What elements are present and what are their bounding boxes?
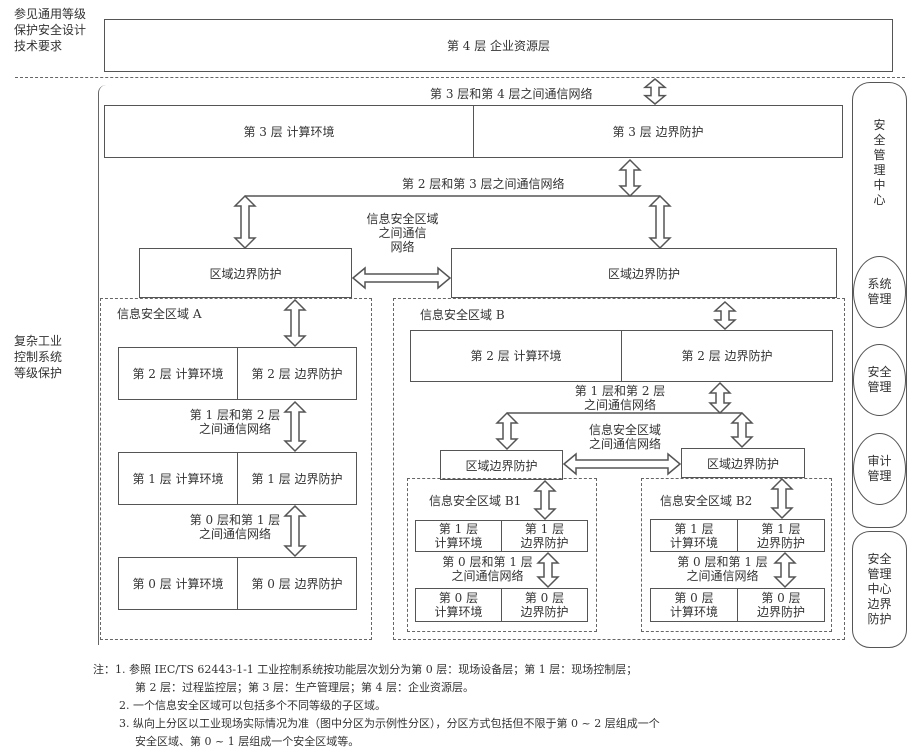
- zone-a-layer0: 第 0 层 计算环境 第 0 层 边界防护: [118, 557, 357, 610]
- zone-a-net-1-2: 第 1 层和第 2 层 之间通信网络: [189, 408, 281, 436]
- left-zone-arrow-icon: [233, 194, 257, 250]
- smc-title: 安 全 管 理 中 心: [873, 118, 886, 207]
- zone-b-inter-zone-net: 信息安全区域 之间通信网络: [588, 423, 661, 451]
- zone-b-layer2: 第 2 层 计算环境 第 2 层 边界防护: [410, 330, 833, 382]
- zone-b1-net-0-1: 第 0 层和第 1 层 之间通信网络: [442, 555, 533, 583]
- zone-b1-arrow-icon: [495, 411, 519, 451]
- net-3-4-arrow-icon: [642, 78, 668, 105]
- zone-a-title: 信息安全区域 A: [117, 307, 202, 321]
- zone-b2-layer0: 第 0 层 计算环境 第 0 层 边界防护: [650, 588, 825, 622]
- zone-b2-l1-compute: 第 1 层 计算环境: [651, 520, 738, 551]
- smc-boundary-protection: 安全 管理 中心 边界 防护: [852, 531, 907, 648]
- zone-b-title: 信息安全区域 B: [420, 308, 505, 322]
- right-zone-arrow-icon: [648, 194, 672, 250]
- layer3-boundary: 第 3 层 边界防护: [612, 124, 704, 139]
- zone-b1-l0-boundary: 第 0 层 边界防护: [520, 591, 569, 619]
- zone-b-arrow-icon: [713, 300, 737, 331]
- zone-a-l1-compute: 第 1 层 计算环境: [119, 453, 238, 504]
- net-3-4-label: 第 3 层和第 4 层之间通信网络: [430, 87, 593, 101]
- zone-b2-net-0-1-arrow-icon: [773, 551, 797, 589]
- divider-line: [15, 77, 905, 78]
- zone-b2-entry-arrow-icon: [770, 477, 794, 520]
- zone-b2: [641, 478, 832, 632]
- zone-a-l1-boundary: 第 1 层 边界防护: [251, 471, 343, 486]
- zone-a-arrow-icon: [283, 298, 307, 348]
- zone-b-net-1-2: 第 1 层和第 2 层 之间通信网络: [574, 384, 666, 412]
- note-3-cont: 安全区域、第 0 ~ 1 层组成一个安全区域等。: [135, 735, 360, 748]
- zone-b2-l0-compute: 第 0 层 计算环境: [651, 589, 738, 621]
- note-1: 注：1. 参照 IEC/TS 62443-1-1 工业控制系统按功能层次划分为第…: [93, 663, 638, 676]
- zone-a-l0-compute: 第 0 层 计算环境: [119, 558, 238, 609]
- reference-label: 参见通用等级 保护安全设计 技术要求: [14, 7, 87, 53]
- zone-boundary-right: 区域边界防护: [451, 248, 837, 298]
- zone-b-inter-zone-arrow-icon: [562, 452, 682, 476]
- zone-a-l2-boundary: 第 2 层 边界防护: [251, 366, 343, 381]
- zone-a-layer1: 第 1 层 计算环境 第 1 层 边界防护: [118, 452, 357, 505]
- note-2: 2. 一个信息安全区域可以包括多个不同等级的子区域。: [119, 699, 386, 712]
- inter-zone-arrow-icon: [351, 266, 452, 290]
- zone-b2-boundary: 区域边界防护: [681, 448, 805, 478]
- zone-a-net-0-1-arrow-icon: [283, 504, 307, 558]
- note-3: 3. 纵向上分区以工业现场实际情况为准（图中分区为示例性分区），分区方式包括但不…: [119, 717, 660, 730]
- zone-b: [393, 298, 845, 640]
- layer4-enterprise-box: 第 4 层 企业资源层: [104, 19, 893, 72]
- layer3-row: 第 3 层 计算环境 第 3 层 边界防护: [104, 105, 843, 158]
- zone-b1-entry-arrow-icon: [533, 479, 557, 521]
- zone-a-net-0-1: 第 0 层和第 1 层 之间通信网络: [189, 513, 281, 541]
- zone-b1-l1-compute: 第 1 层 计算环境: [416, 521, 502, 551]
- inter-zone-net-label: 信息安全区域 之间通信 网络: [366, 212, 439, 254]
- layer3-compute: 第 3 层 计算环境: [105, 106, 474, 157]
- zone-b1-title: 信息安全区域 B1: [429, 494, 522, 508]
- zone-b2-net-0-1: 第 0 层和第 1 层 之间通信网络: [677, 555, 768, 583]
- zone-a-layer2: 第 2 层 计算环境 第 2 层 边界防护: [118, 347, 357, 400]
- main-frame: [98, 85, 850, 645]
- zone-b1-l0-compute: 第 0 层 计算环境: [416, 589, 502, 621]
- security-management-center: [852, 82, 907, 528]
- zone-a: [100, 298, 372, 640]
- zone-b1-layer0: 第 0 层 计算环境 第 0 层 边界防护: [415, 588, 588, 622]
- zone-b-net-1-2-arrow-icon: [708, 381, 732, 415]
- zone-boundary-left: 区域边界防护: [139, 248, 352, 298]
- zone-b1-net-0-1-arrow-icon: [536, 551, 560, 589]
- zone-a-l0-boundary: 第 0 层 边界防护: [251, 576, 343, 591]
- security-management: 安全 管理: [853, 344, 906, 416]
- note-1-cont: 第 2 层：过程监控层；第 3 层：生产管理层；第 4 层：企业资源层。: [135, 681, 474, 694]
- zone-a-l2-compute: 第 2 层 计算环境: [119, 348, 238, 399]
- ics-protection-label: 复杂工业 控制系统 等级保护: [14, 334, 63, 380]
- zone-a-net-1-2-arrow-icon: [283, 400, 307, 453]
- zone-b2-l0-boundary: 第 0 层 边界防护: [756, 591, 805, 619]
- net-2-3-arrow-icon: [618, 158, 642, 198]
- system-management: 系统 管理: [853, 256, 906, 328]
- zone-b2-l1-boundary: 第 1 层 边界防护: [756, 521, 805, 550]
- zone-b2-title: 信息安全区域 B2: [660, 494, 753, 508]
- zone-b2-arrow-icon: [730, 411, 754, 449]
- net-2-3-label: 第 2 层和第 3 层之间通信网络: [402, 177, 565, 191]
- zone-b-l2-boundary: 第 2 层 边界防护: [681, 349, 773, 363]
- zone-b1-boundary: 区域边界防护: [440, 450, 563, 480]
- zone-b1: [407, 478, 597, 632]
- audit-management: 审计 管理: [853, 433, 906, 505]
- zone-b-l2-compute: 第 2 层 计算环境: [411, 331, 622, 381]
- zone-b2-layer1: 第 1 层 计算环境 第 1 层 边界防护: [650, 519, 825, 552]
- zone-b1-l1-boundary: 第 1 层 边界防护: [520, 522, 569, 550]
- zone-b1-layer1: 第 1 层 计算环境 第 1 层 边界防护: [415, 520, 588, 552]
